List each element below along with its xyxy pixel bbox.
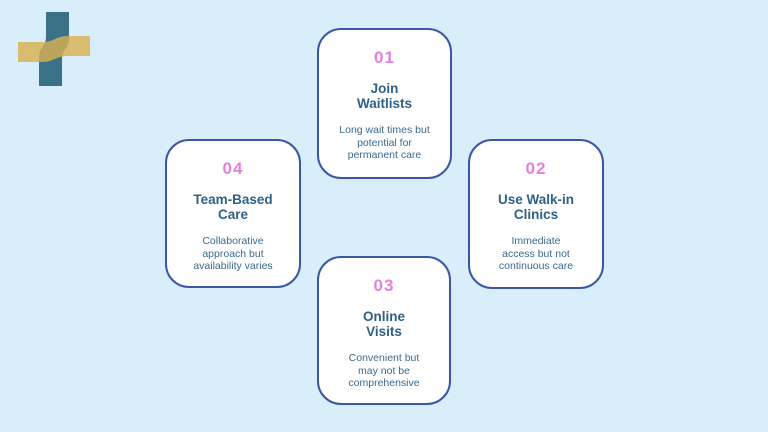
medical-cross-logo-icon [18, 12, 90, 86]
card-description: Convenient but may not be comprehensive [348, 352, 420, 390]
card-number: 03 [373, 276, 395, 295]
card-number: 04 [222, 159, 244, 178]
card-description: Immediate access but not continuous care [498, 235, 574, 273]
card-description: Long wait times but potential for perman… [339, 124, 430, 162]
card-title: Join Waitlists [356, 80, 412, 112]
card-title: Team-Based Care [193, 191, 273, 223]
card-description: Collaborative approach but availability … [193, 235, 273, 273]
card-number: 02 [525, 159, 547, 178]
card-title: Online Visits [362, 308, 405, 340]
card-title: Use Walk-in Clinics [497, 191, 575, 223]
card-online-visits: 03 Online Visits Convenient but may not … [317, 256, 451, 405]
card-team-based-care: 04 Team-Based Care Collaborative approac… [165, 139, 301, 288]
card-use-walk-in-clinics: 02 Use Walk-in Clinics Immediate access … [468, 139, 604, 289]
card-number: 01 [374, 48, 395, 67]
card-join-waitlists: 01 Join Waitlists Long wait times but po… [317, 28, 452, 179]
logo-horizontal-bar [18, 36, 90, 62]
